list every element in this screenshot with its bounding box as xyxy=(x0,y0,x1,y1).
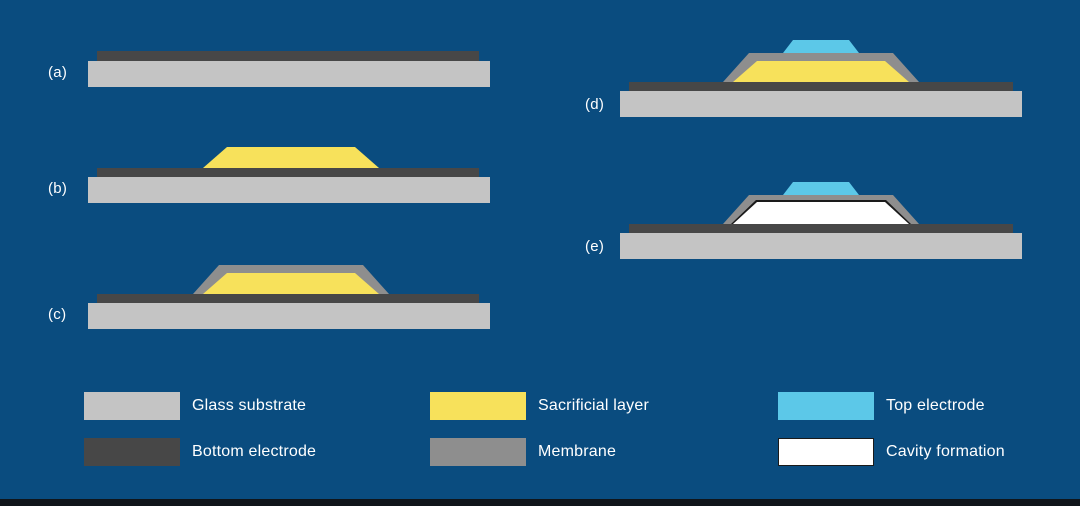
step-d-top-electrode-layer xyxy=(783,40,859,53)
legend-label-membrane: Membrane xyxy=(538,443,617,460)
step-a-glass-substrate-layer xyxy=(88,61,490,87)
step-c-bottom-electrode-layer xyxy=(97,294,479,303)
step-c-sacrificial-layer xyxy=(203,273,379,294)
step-c-glass-substrate-layer xyxy=(88,303,490,329)
step-e-label: (e) xyxy=(585,238,605,255)
legend-swatch-cavity-formation xyxy=(778,438,874,466)
legend-label-bottom-electrode: Bottom electrode xyxy=(192,443,317,460)
step-b-sacrificial-layer xyxy=(203,147,379,168)
step-e-cavity-layer xyxy=(733,202,909,224)
legend-swatch-bottom-electrode xyxy=(84,438,180,466)
step-e-bottom-electrode-layer xyxy=(629,224,1013,233)
legend-label-cavity-formation: Cavity formation xyxy=(886,443,1005,460)
bottom-border-strip xyxy=(0,499,1080,506)
legend-label-sacrificial-layer: Sacrificial layer xyxy=(538,397,649,414)
step-d-bottom-electrode-layer xyxy=(629,82,1013,91)
legend-swatch-glass-substrate xyxy=(84,392,180,420)
step-a-bottom-electrode-layer xyxy=(97,51,479,61)
legend-swatch-membrane xyxy=(430,438,526,466)
legend-label-top-electrode: Top electrode xyxy=(886,397,985,414)
step-b-label: (b) xyxy=(48,180,68,197)
step-a-label: (a) xyxy=(48,64,68,81)
step-c-label: (c) xyxy=(48,306,67,323)
legend-swatch-top-electrode xyxy=(778,392,874,420)
step-d-glass-substrate-layer xyxy=(620,91,1022,117)
legend-label-glass-substrate: Glass substrate xyxy=(192,397,307,414)
step-e-glass-substrate-layer xyxy=(620,233,1022,259)
step-b-glass-substrate-layer xyxy=(88,177,490,203)
legend-swatch-sacrificial-layer xyxy=(430,392,526,420)
step-b-bottom-electrode-layer xyxy=(97,168,479,177)
step-d-label: (d) xyxy=(585,96,605,113)
step-e-top-electrode-layer xyxy=(783,182,859,195)
step-d-sacrificial-layer xyxy=(733,61,909,82)
